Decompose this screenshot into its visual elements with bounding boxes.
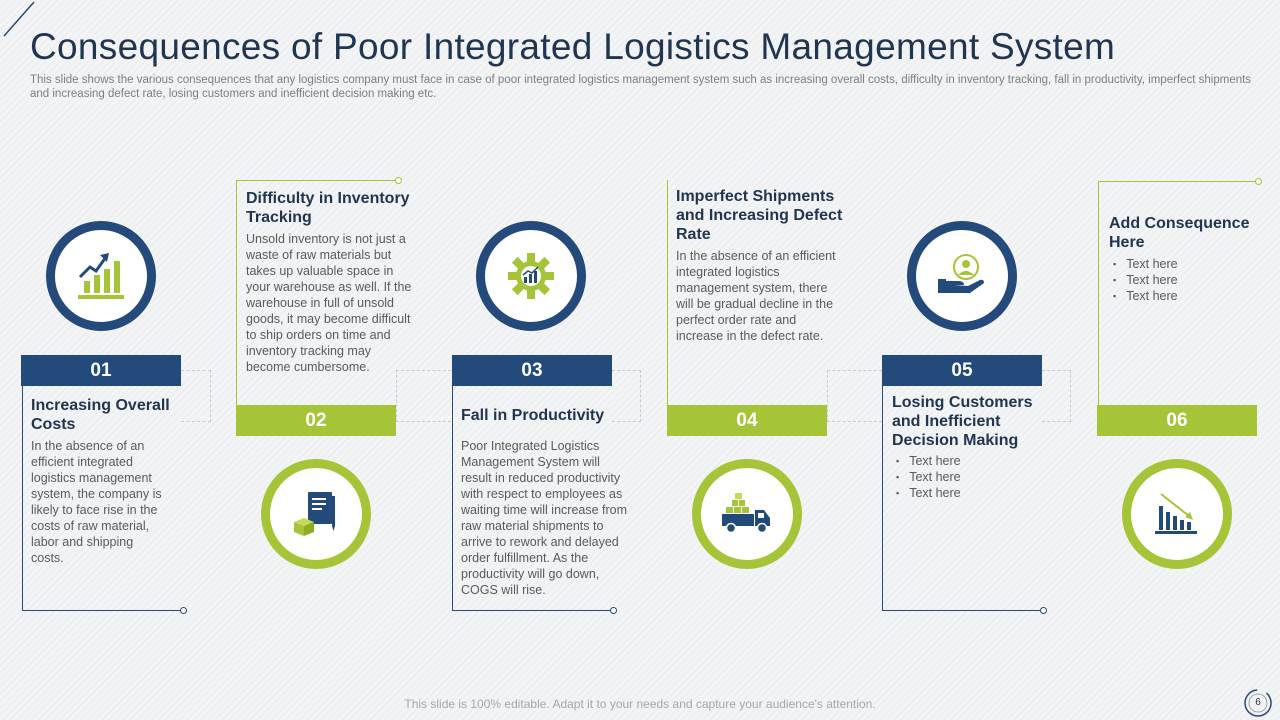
card-frame-03 <box>452 386 613 611</box>
number-badge-04: 04 <box>667 405 827 436</box>
number-badge-06: 06 <box>1097 405 1257 436</box>
page-number: 6 <box>1255 697 1261 708</box>
page-number-badge-icon <box>1244 689 1272 717</box>
connector-02-03 <box>396 370 451 422</box>
item-bullets-06: Text here Text here Text here <box>1113 256 1253 304</box>
card-frame-01 <box>22 386 183 611</box>
item-title-05: Losing Customers and Inefficient Decisio… <box>892 394 1033 449</box>
bullet-item: Text here <box>1113 288 1253 304</box>
item-title-03: Fall in Productivity <box>461 407 605 424</box>
item-bullets-05: Text here Text here Text here <box>896 453 1036 501</box>
gear-chart-icon <box>508 253 554 299</box>
item-desc-01: In the absence of an efficient integrate… <box>31 439 162 565</box>
corner-accent-line <box>3 1 35 37</box>
declining-chart-icon <box>1155 493 1197 534</box>
number-badge-02: 02 <box>236 405 396 436</box>
icon-circle-02 <box>261 459 371 569</box>
growth-chart-icon <box>78 253 124 299</box>
card-frame-04 <box>667 180 830 408</box>
bullet-item: Text here <box>896 485 1036 501</box>
frame-end-dot <box>610 607 617 614</box>
bullet-item: Text here <box>896 469 1036 485</box>
icon-circle-06 <box>1122 459 1232 569</box>
page-subtitle: This slide shows the various consequence… <box>30 74 1252 100</box>
footer-note: This slide is 100% editable. Adapt it to… <box>404 697 876 711</box>
hand-user-icon <box>938 254 984 293</box>
item-title-04: Imperfect Shipments and Increasing Defec… <box>676 188 843 243</box>
icon-circle-01 <box>46 221 156 331</box>
frame-end-dot <box>395 177 402 184</box>
item-desc-04: In the absence of an efficient integrate… <box>676 249 836 343</box>
item-title-02: Difficulty in Inventory Tracking <box>246 190 410 226</box>
icon-circle-05 <box>907 221 1017 331</box>
number-badge-05: 05 <box>882 355 1042 386</box>
item-desc-02: Unsold inventory is not just a waste of … <box>246 232 412 374</box>
frame-end-dot <box>180 607 187 614</box>
item-title-01: Increasing Overall Costs <box>31 397 170 433</box>
connector-04-05 <box>827 370 882 422</box>
connector-05-06 <box>1042 370 1071 422</box>
number-badge-03: 03 <box>452 355 612 386</box>
bullet-item: Text here <box>896 453 1036 469</box>
icon-circle-03 <box>476 221 586 331</box>
page-title: Consequences of Poor Integrated Logistic… <box>30 26 1116 67</box>
card-frame-06 <box>1098 181 1259 410</box>
bullet-item: Text here <box>1113 256 1253 272</box>
item-desc-03: Poor Integrated Logistics Management Sys… <box>461 439 628 597</box>
document-boxes-icon <box>294 492 335 536</box>
connector-03-04 <box>612 370 641 422</box>
card-frame-05 <box>882 386 1043 611</box>
icon-circle-04 <box>692 459 802 569</box>
number-badge-01: 01 <box>21 355 181 386</box>
frame-end-dot <box>1040 607 1047 614</box>
frame-end-dot <box>1255 178 1262 185</box>
card-frame-02 <box>236 180 399 409</box>
item-title-06: Add Consequence Here <box>1109 215 1250 251</box>
delivery-truck-icon <box>722 493 770 534</box>
connector-01-02 <box>181 370 211 422</box>
bullet-item: Text here <box>1113 272 1253 288</box>
